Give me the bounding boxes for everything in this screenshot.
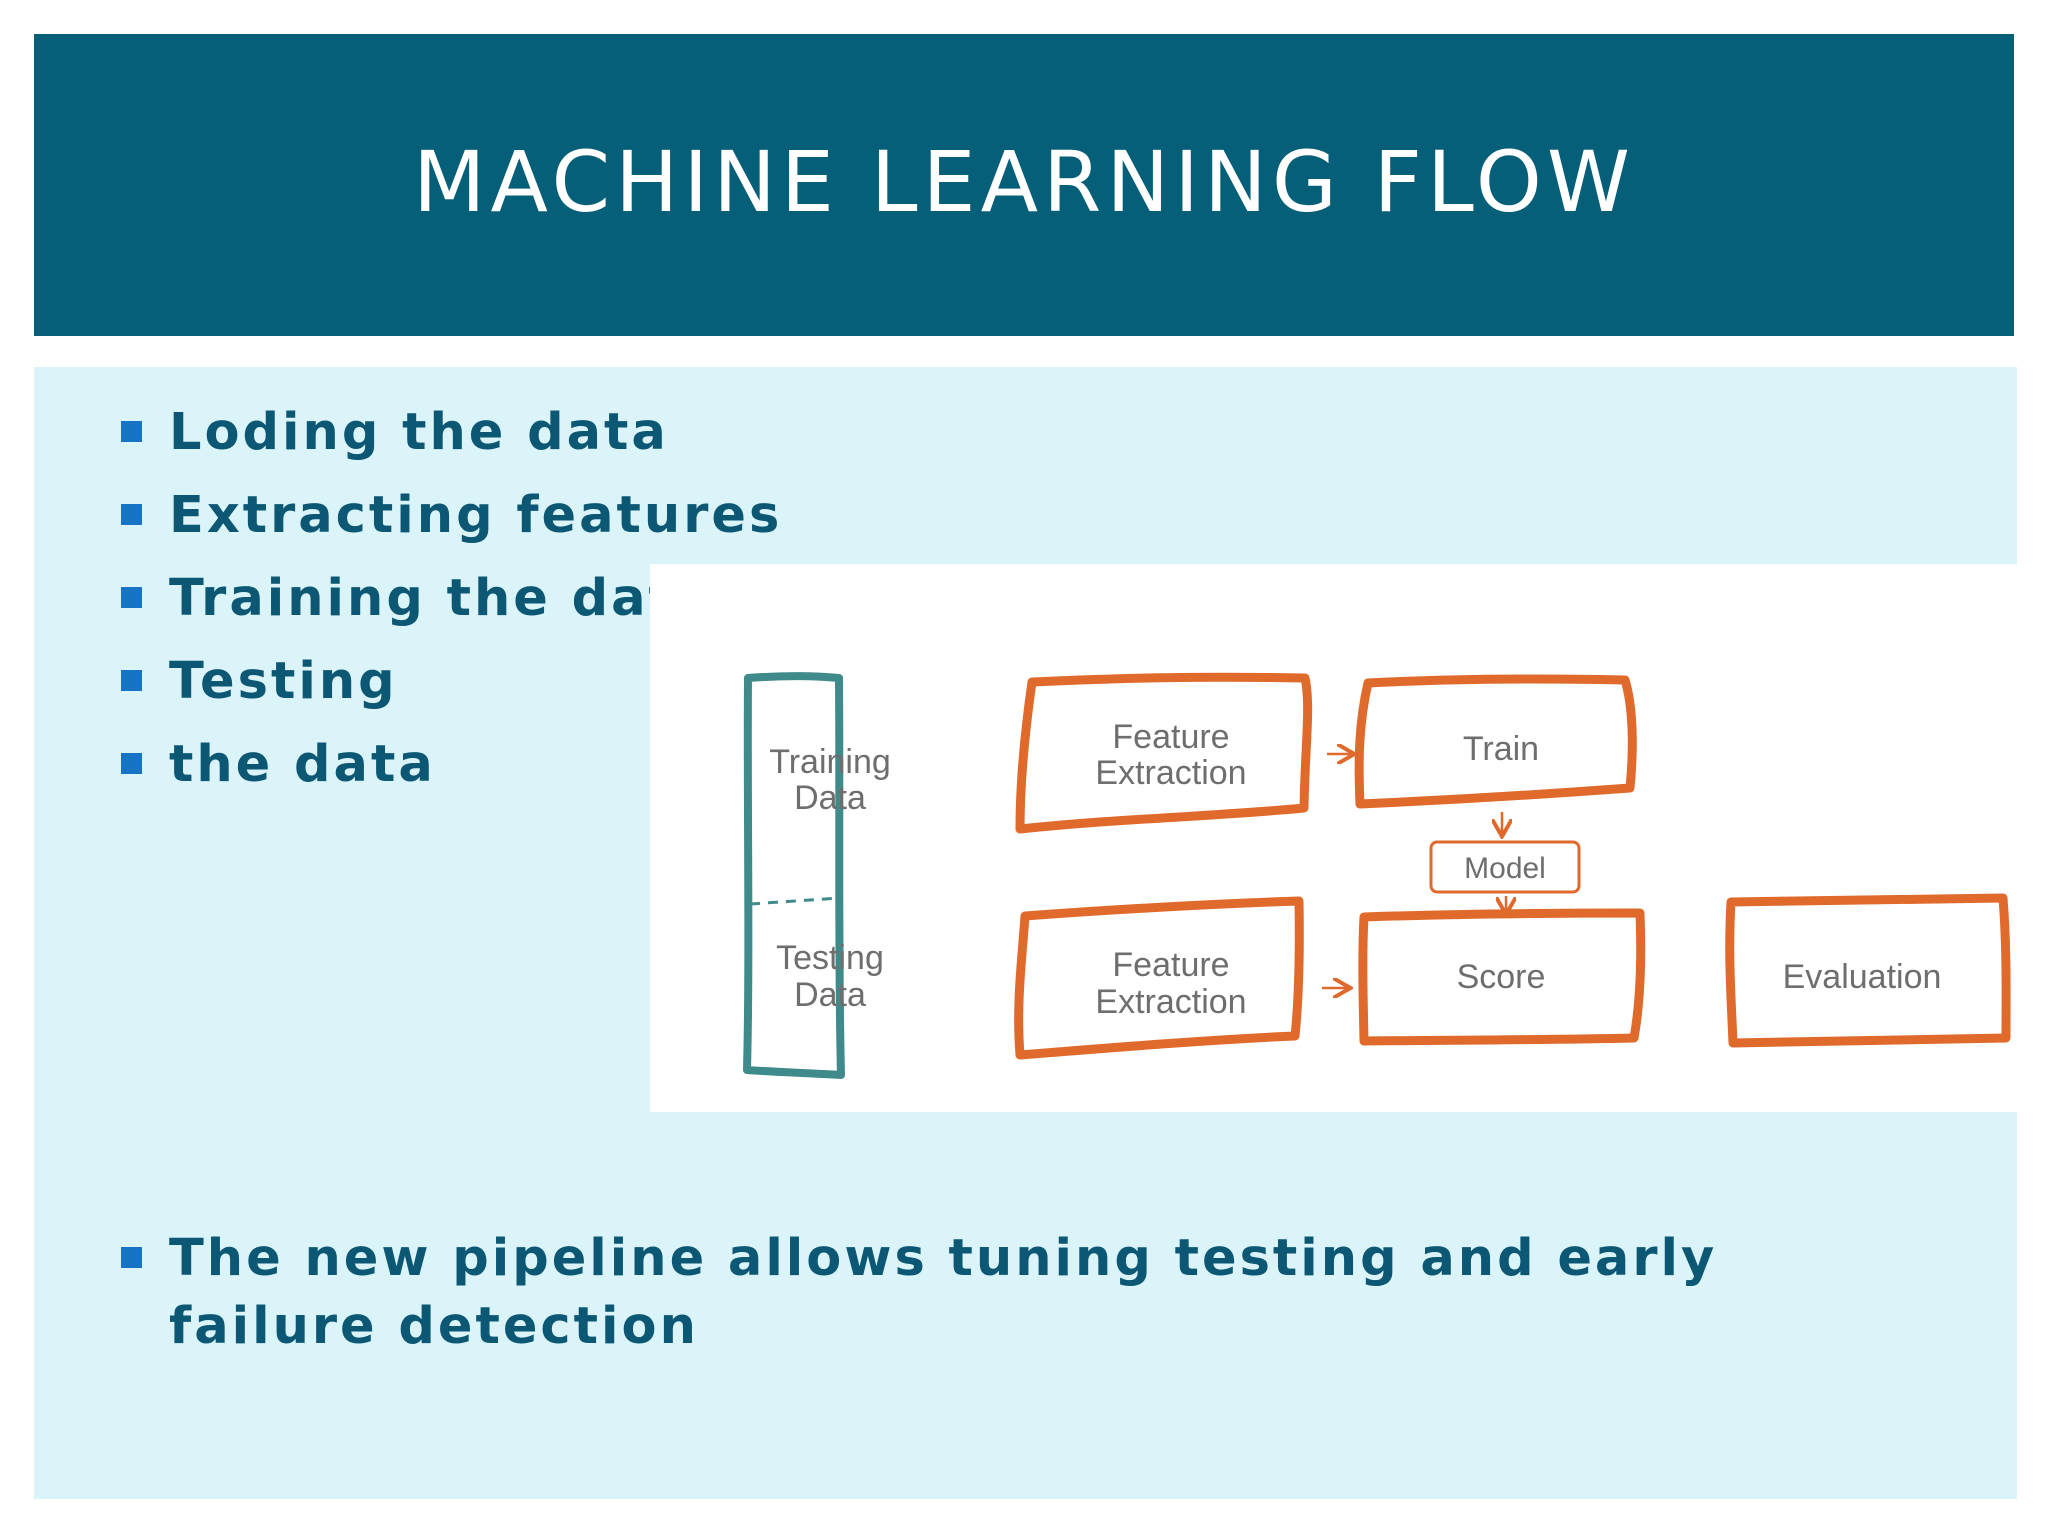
- bullet-item-extracting: Extracting features: [121, 482, 782, 550]
- square-bullet-icon: [121, 1247, 142, 1268]
- square-bullet-icon: [121, 753, 142, 774]
- bullet-item-testing: Testing: [121, 648, 398, 716]
- feature-extraction-bottom-line2: Extraction: [1095, 983, 1246, 1021]
- training-data-label-line2: Data: [794, 779, 866, 817]
- bullet-text: Loding the data: [169, 403, 669, 462]
- data-box-outline: [743, 672, 845, 1079]
- train-box: [1354, 674, 1637, 809]
- training-data-label-line1: Training: [769, 743, 891, 781]
- bullet-text: Extracting features: [169, 486, 783, 545]
- train-label: Train: [1463, 730, 1539, 768]
- evaluation-step: Evaluation: [1725, 893, 2011, 1048]
- score-step: Score: [1358, 908, 1646, 1046]
- square-bullet-icon: [121, 504, 142, 525]
- data-box-divider: [749, 896, 841, 906]
- testing-data-label-line1: Testing: [776, 939, 884, 977]
- feature-extraction-top-line1: Feature: [1112, 718, 1229, 756]
- data-box: Training Data Testing Data: [743, 672, 891, 1079]
- square-bullet-icon: [121, 670, 142, 691]
- evaluation-box: [1725, 893, 2011, 1048]
- evaluation-label: Evaluation: [1783, 958, 1942, 996]
- slide-title: MACHINE LEARNING FLOW: [413, 133, 1635, 231]
- model-label: Model: [1464, 852, 1546, 885]
- bullet-text: The new pipeline allows tuning testing a…: [169, 1229, 1718, 1356]
- bullet-item-the-data: the data: [121, 731, 436, 799]
- feature-extraction-top-line2: Extraction: [1095, 754, 1246, 792]
- feature-extraction-top: Feature Extraction: [1015, 672, 1313, 834]
- bullet-text: Testing: [169, 652, 398, 711]
- bullet-text: Training the data: [169, 569, 714, 628]
- bullet-item-training: Training the data: [121, 565, 713, 633]
- feature-extraction-bottom: Feature Extraction: [1014, 896, 1304, 1060]
- bullet-text: the data: [169, 735, 436, 794]
- bullet-list: Loding the data Extracting features Trai…: [34, 367, 2017, 1499]
- square-bullet-icon: [121, 587, 142, 608]
- feature-extraction-bottom-line1: Feature: [1112, 946, 1229, 984]
- bullet-item-pipeline: The new pipeline allows tuning testing a…: [121, 1225, 1881, 1361]
- square-bullet-icon: [121, 421, 142, 442]
- ml-flow-diagram: Training Data Testing Data Feature Extra…: [650, 564, 2017, 1112]
- train-step: Train: [1354, 674, 1637, 809]
- score-label: Score: [1457, 958, 1546, 996]
- feature-extraction-bottom-box: [1014, 896, 1304, 1060]
- model-step: Model: [1429, 840, 1581, 894]
- feature-extraction-top-box: [1015, 672, 1313, 834]
- bullet-item-loading: Loding the data: [121, 399, 669, 467]
- ml-flow-diagram-svg: Training Data Testing Data Feature Extra…: [743, 672, 2011, 1079]
- model-box: [1429, 840, 1581, 894]
- score-box: [1358, 908, 1646, 1046]
- testing-data-label-line2: Data: [794, 976, 866, 1014]
- title-bar: MACHINE LEARNING FLOW: [34, 34, 2014, 336]
